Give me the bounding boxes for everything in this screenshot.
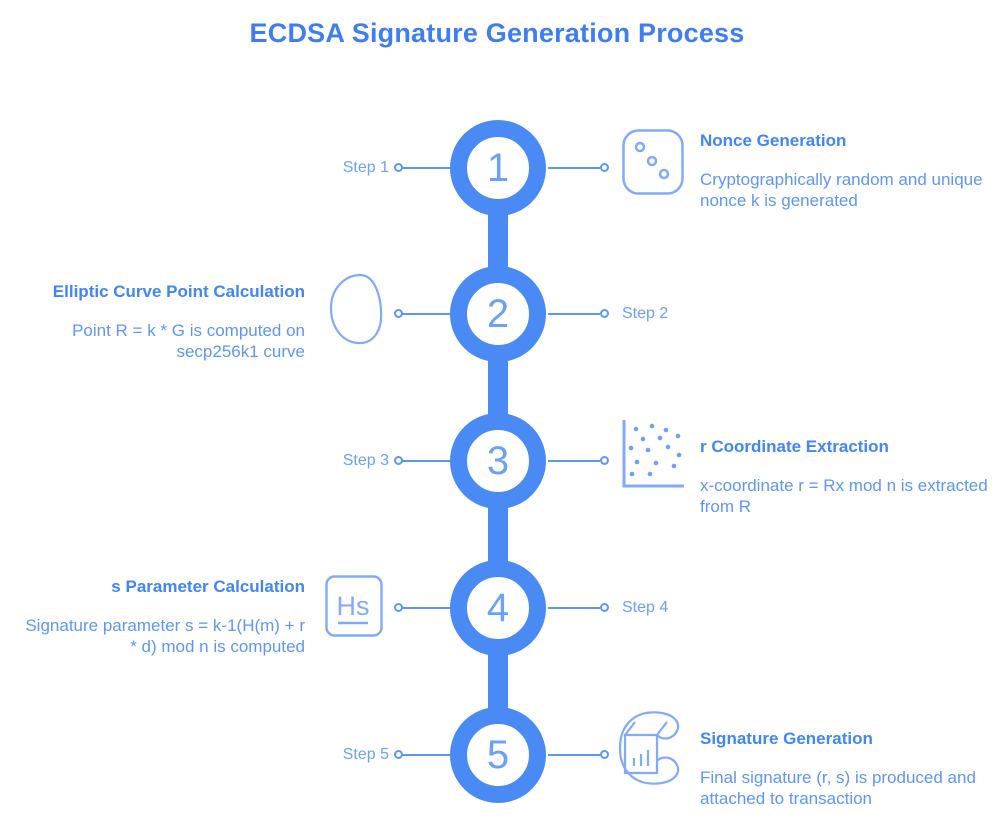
page-title: ECDSA Signature Generation Process [249, 18, 745, 48]
step-4-number: 4 [486, 586, 510, 630]
step-4-right-node [600, 603, 609, 612]
step-1-left-node [394, 163, 403, 172]
step-2-left-node [394, 309, 403, 318]
step-4-description: Signature parameter s = k-1(H(m) + r * d… [25, 616, 305, 656]
step-3-circle: 3 [450, 413, 546, 509]
step-5-number: 5 [486, 733, 510, 777]
step-3-right-node [600, 456, 609, 465]
step-2-text: Elliptic Curve Point Calculation Point R… [16, 281, 305, 362]
step-2-right-node [600, 309, 609, 318]
step-5-circle: 5 [450, 707, 546, 803]
dice-icon [620, 127, 686, 197]
step-1-right-line [548, 167, 600, 169]
step-5-right-line [548, 754, 600, 756]
step-3-left-node [394, 456, 403, 465]
hash-function-icon: Hs [323, 573, 385, 639]
timeline-connector-3-4 [488, 501, 508, 567]
step-3-description: x-coordinate r = Rx mod n is extracted f… [700, 476, 988, 516]
step-3-number: 3 [486, 439, 510, 483]
step-3-label: Step 3 [342, 452, 389, 469]
timeline-connector-1-2 [488, 208, 508, 274]
step-5-description: Final signature (r, s) is produced and a… [700, 768, 976, 808]
step-1-number: 1 [486, 146, 510, 190]
step-2-label: Step 2 [622, 305, 669, 322]
step-2-description: Point R = k * G is computed on secp256k1… [72, 321, 305, 361]
signature-block-icon [616, 708, 686, 788]
step-1-circle: 1 [450, 120, 546, 216]
step-1-title: Nonce Generation [700, 131, 847, 150]
step-4-text: s Parameter Calculation Signature parame… [16, 576, 305, 657]
step-4-left-node [394, 603, 403, 612]
scatter-plot-icon [620, 417, 686, 491]
step-1-label: Step 1 [342, 159, 389, 176]
step-1-left-line [402, 167, 450, 169]
step-4-left-line [402, 607, 450, 609]
timeline-connector-2-3 [488, 354, 508, 422]
step-5-text: Signature Generation Final signature (r,… [700, 728, 992, 809]
step-2-left-line [402, 313, 450, 315]
step-2-right-line [548, 313, 600, 315]
step-3-left-line [402, 460, 450, 462]
svg-text:Hs: Hs [337, 591, 370, 621]
step-5-title: Signature Generation [700, 729, 873, 748]
step-2-circle: 2 [450, 266, 546, 362]
step-1-text: Nonce Generation Cryptographically rando… [700, 130, 992, 211]
step-3-text: r Coordinate Extraction x-coordinate r =… [700, 436, 992, 517]
step-3-title: r Coordinate Extraction [700, 437, 889, 456]
step-4-right-line [548, 607, 600, 609]
step-5-right-node [600, 750, 609, 759]
timeline-connector-4-5 [488, 648, 508, 714]
step-4-title: s Parameter Calculation [111, 577, 305, 596]
step-5-left-node [394, 750, 403, 759]
step-2-title: Elliptic Curve Point Calculation [52, 282, 305, 301]
step-4-label: Step 4 [622, 599, 669, 616]
step-1-description: Cryptographically random and unique nonc… [700, 170, 983, 210]
step-2-number: 2 [486, 292, 510, 336]
step-4-circle: 4 [450, 560, 546, 656]
step-1-right-node [600, 163, 609, 172]
step-3-right-line [548, 460, 600, 462]
step-5-label: Step 5 [342, 746, 389, 763]
step-5-left-line [402, 754, 450, 756]
elliptic-curve-icon [328, 272, 388, 346]
